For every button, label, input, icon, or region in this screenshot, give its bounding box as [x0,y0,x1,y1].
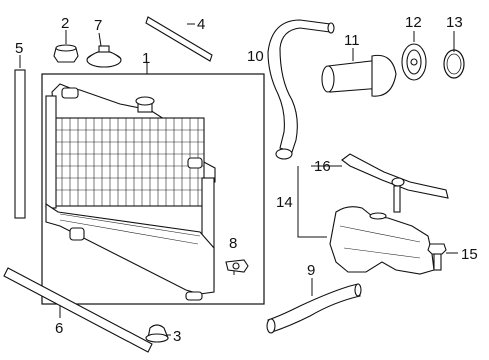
radiator-core-fins [54,118,204,206]
cushion-upper-part [53,44,79,63]
callout-14: 14 [276,194,293,211]
callout-6: 6 [55,320,63,337]
callout-7: 7 [94,17,102,34]
seal-strip-side-part [14,69,26,219]
seal-strip-top-part [145,16,213,62]
seal-strip-bottom-part [3,267,153,353]
callout-2: 2 [61,15,69,32]
radiator-frame-box [41,73,265,305]
callout-16: 16 [314,158,331,175]
radiator-assembly [41,73,265,305]
reservoir-hose-part [341,153,449,213]
bolt-part [427,243,447,271]
radiator-cap-part [86,45,122,68]
reservoir-tank-part [329,206,435,275]
callout-4: 4 [197,16,205,33]
callout-8: 8 [229,235,237,252]
callout-12: 12 [405,14,422,31]
gasket-part [443,49,465,79]
leader-lines [19,23,458,336]
callout-11: 11 [344,32,360,49]
drain-cock-part [225,259,249,273]
callout-1: 1 [142,50,150,67]
callout-15: 15 [461,246,478,263]
thermostat-part [401,43,427,81]
cushion-lower-part [145,324,169,343]
callout-5: 5 [15,40,23,57]
callout-13: 13 [446,14,463,31]
callout-numbers: 1 2 3 4 5 6 7 8 9 10 11 12 13 14 15 16 [15,14,478,345]
water-inlet-part [321,54,397,97]
callout-10: 10 [247,48,264,65]
callout-9: 9 [307,262,315,279]
lower-hose-part [266,283,362,334]
upper-hose-part [267,19,335,160]
callout-3: 3 [173,328,181,345]
